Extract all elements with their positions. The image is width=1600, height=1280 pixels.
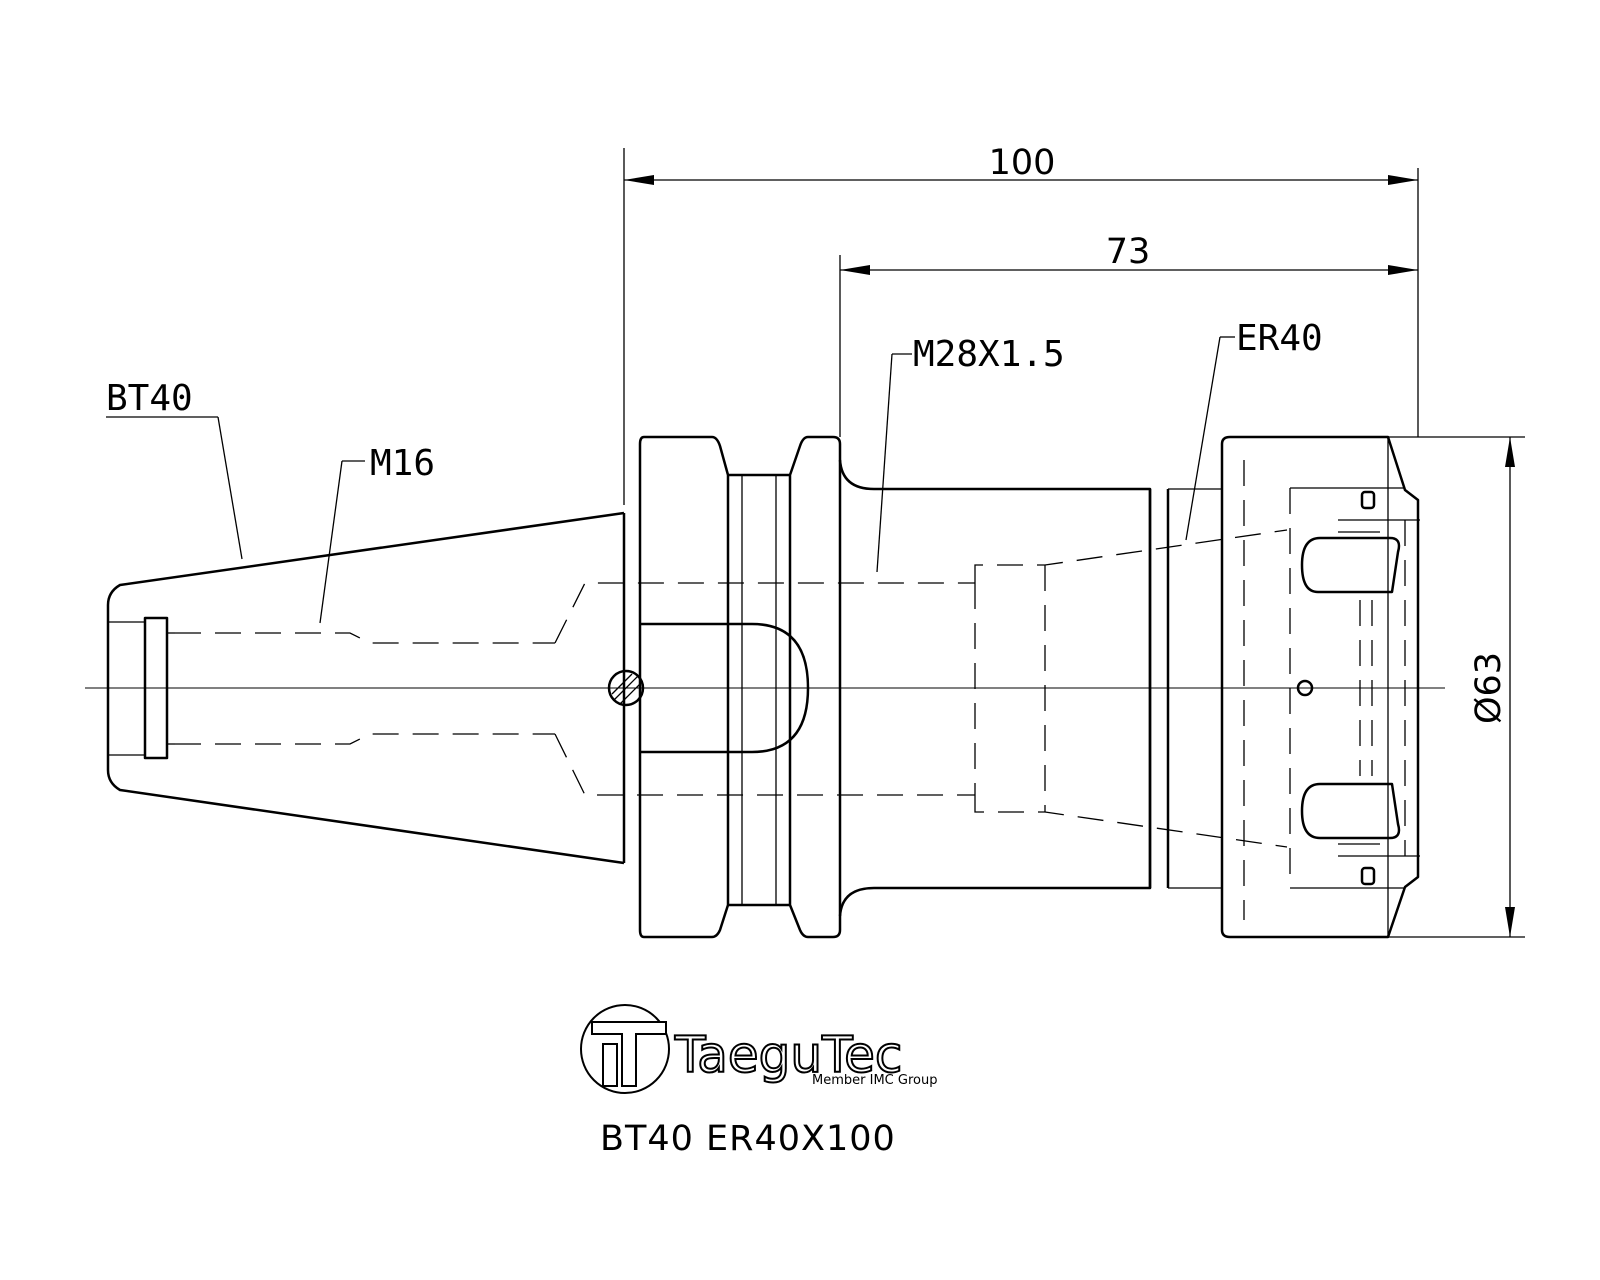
dim-diameter-label: Ø63 <box>1469 652 1509 724</box>
callout-bt40-label: BT40 <box>106 378 193 419</box>
callout-m16: M16 <box>319 443 435 624</box>
logo-tagline: Member IMC Group <box>812 1073 937 1088</box>
callout-bt40: BT40 <box>106 378 243 560</box>
flange <box>607 435 842 939</box>
callout-m16-label: M16 <box>370 443 435 484</box>
dim-100-label: 100 <box>989 143 1056 183</box>
logo-brand: TaeguTec <box>674 1026 902 1084</box>
dimension-overall-length: 100 <box>623 143 1419 505</box>
body <box>838 459 1288 917</box>
taegutec-logo: TaeguTec Member IMC Group <box>580 1004 937 1094</box>
collet-nut <box>1220 435 1420 939</box>
callout-m28-label: M28X1.5 <box>913 334 1065 375</box>
model-name: BT40 ER40X100 <box>600 1119 896 1159</box>
dimension-diameter: Ø63 <box>1388 436 1525 938</box>
callout-er40: ER40 <box>1185 318 1323 541</box>
callout-m28: M28X1.5 <box>876 334 1065 573</box>
callout-er40-label: ER40 <box>1236 318 1323 359</box>
dimension-73: 73 <box>839 232 1418 437</box>
dim-73-label: 73 <box>1106 232 1151 272</box>
